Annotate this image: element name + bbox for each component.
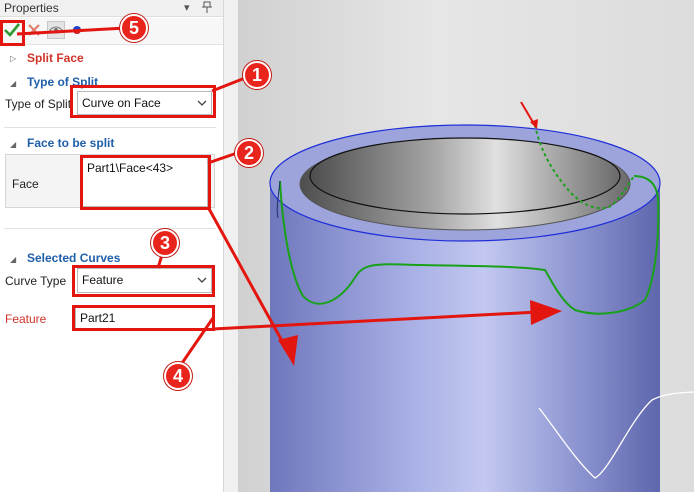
panel-title-bar: Properties ▾: [0, 0, 223, 17]
face-label: Face: [12, 177, 39, 191]
collapsed-arrow-icon[interactable]: ▷: [10, 54, 17, 63]
callout-3: 3: [151, 229, 179, 257]
highlight-box-2: [80, 155, 211, 210]
background-white-curve: [538, 391, 694, 479]
pin-icon[interactable]: [202, 1, 212, 16]
divider: [4, 228, 216, 229]
properties-panel: Properties ▾ ▷ Split Face ◢ Type of Spli…: [0, 0, 224, 492]
ok-button[interactable]: [3, 21, 21, 39]
panel-toolbar: [0, 18, 223, 45]
expanded-arrow-icon[interactable]: ◢: [10, 79, 17, 88]
callout-2: 2: [235, 139, 263, 167]
cylinder-part[interactable]: [269, 124, 661, 492]
panel-title: Properties: [4, 1, 59, 15]
section-split-face[interactable]: Split Face: [27, 51, 84, 65]
expanded-arrow-icon[interactable]: ◢: [10, 140, 17, 149]
panel-menu-icon[interactable]: ▾: [184, 2, 190, 14]
curve-type-select[interactable]: Feature: [77, 268, 212, 293]
highlight-box-1: [70, 85, 216, 118]
3d-viewport[interactable]: [224, 0, 694, 492]
options-button[interactable]: [68, 21, 86, 39]
cancel-button[interactable]: [25, 21, 43, 39]
expanded-arrow-icon[interactable]: ◢: [10, 255, 17, 264]
face-value: Part1\Face<43>: [87, 161, 174, 175]
type-of-split-select[interactable]: Curve on Face: [77, 91, 212, 115]
curve-type-value: Feature: [82, 273, 124, 287]
type-of-split-label: Type of Split: [5, 97, 72, 111]
x-icon: [28, 24, 40, 36]
small-red-arrowhead: [530, 119, 538, 129]
highlight-box-3: [72, 265, 215, 297]
highlight-box-5: [0, 20, 25, 46]
preview-button[interactable]: [47, 21, 65, 39]
checkmark-icon: [4, 23, 20, 37]
dot-icon: [73, 26, 81, 34]
type-of-split-value: Curve on Face: [82, 96, 161, 110]
highlight-box-4: [72, 305, 215, 331]
dropdown-arrow-icon: [197, 100, 207, 106]
feature-label: Feature: [5, 312, 47, 326]
small-red-arrow: [520, 101, 535, 125]
viewport-edge: [224, 0, 238, 492]
section-selected-curves[interactable]: Selected Curves: [27, 251, 121, 265]
dropdown-arrow-icon: [197, 277, 207, 283]
feature-value: Part21: [80, 311, 116, 325]
callout-1: 1: [243, 61, 271, 89]
eye-preview-icon: [49, 26, 63, 34]
callout-5: 5: [120, 14, 148, 42]
divider: [4, 127, 216, 128]
section-face-to-be-split[interactable]: Face to be split: [27, 136, 115, 150]
callout-4: 4: [164, 362, 192, 390]
curve-type-label: Curve Type: [5, 274, 67, 288]
